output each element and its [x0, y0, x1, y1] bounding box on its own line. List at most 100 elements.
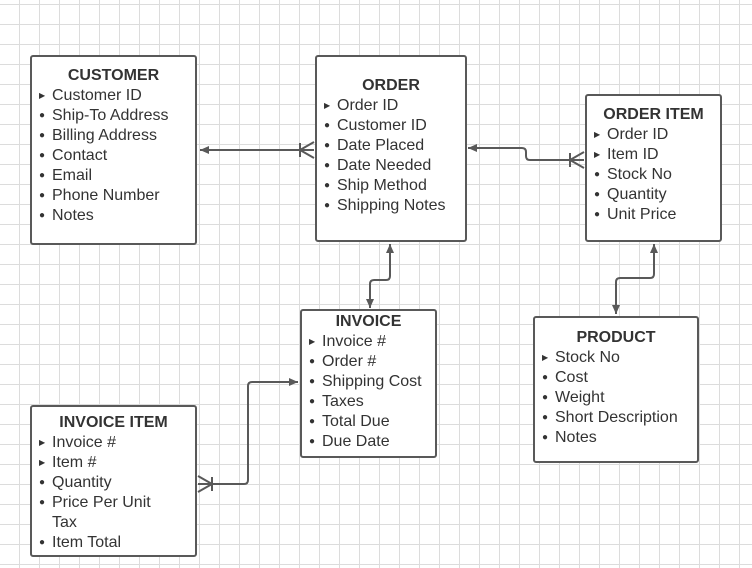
field-item: ▶ Customer ID — [32, 86, 195, 106]
field-item: ▶Order ID — [587, 125, 720, 145]
field-label: Invoice # — [52, 434, 117, 451]
field-label: Order ID — [337, 97, 399, 114]
connector-orderitem-product[interactable] — [612, 244, 658, 314]
bullet-icon: ● — [39, 130, 46, 141]
entity-invoice[interactable]: INVOICE ▶ Invoice # ● Order # ● Shipping Co… — [300, 309, 437, 458]
field-label: Ship Method — [337, 177, 427, 194]
bullet-icon: ● — [39, 190, 46, 201]
bullet-icon: ● — [324, 120, 331, 131]
field-item: ●Quantity — [32, 473, 195, 493]
entity-product[interactable]: PRODUCT ▶Stock No ●Cost ●Weight ●Short D… — [533, 316, 699, 463]
bullet-icon: ● — [309, 376, 316, 387]
bullet-icon: ● — [594, 189, 601, 200]
connector-orderitem-order[interactable] — [468, 144, 585, 169]
bullet-icon: ● — [39, 497, 46, 508]
entity-title: CUSTOMER — [67, 67, 160, 84]
entity-customer[interactable]: CUSTOMER ▶ Customer ID ● Ship-To Address ●… — [30, 55, 197, 245]
field-label: Customer ID — [52, 87, 142, 104]
bullet-icon: ● — [324, 160, 331, 171]
field-label: Item Total — [52, 534, 122, 551]
field-item: ● Quantity — [587, 185, 720, 205]
field-label: Contact — [52, 147, 108, 164]
field-item: ●Shipping Notes — [317, 196, 465, 216]
entity-title: PRODUCT — [576, 329, 656, 346]
field-label: Weight — [555, 389, 605, 406]
entity-title: ORDER ITEM — [603, 106, 704, 123]
key-marker-icon: ▶ — [594, 150, 601, 159]
entity-invoice-item[interactable]: INVOICE ITEM ▶ Invoice # ▶ Item # ●Quantit… — [30, 405, 197, 557]
field-item: ● Contact — [32, 146, 195, 166]
bullet-icon: ● — [324, 140, 331, 151]
bullet-icon: ● — [324, 180, 331, 191]
field-item: ● Item Total — [32, 533, 195, 553]
field-label: Notes — [52, 207, 94, 224]
bullet-icon: ● — [542, 392, 549, 403]
field-list: ▶Order ID ▶Item ID ●Stock No ●Quantity ●… — [587, 125, 720, 225]
field-item: ●Date Placed — [317, 136, 465, 156]
key-marker-icon: ▶ — [39, 91, 46, 100]
field-item: ● Ship-To Address — [32, 106, 195, 126]
entity-title: INVOICE — [335, 313, 402, 330]
field-item: ● Price Per Unit — [32, 493, 195, 513]
field-list: ▶ Order ID ●Customer ID ●Date Placed ● Dat… — [317, 96, 465, 216]
entity-order[interactable]: ORDER ▶ Order ID ●Customer ID ●Date Place… — [315, 55, 467, 242]
field-item: ●Cost — [535, 368, 697, 388]
bullet-icon: ● — [39, 170, 46, 181]
field-item: ●Customer ID — [317, 116, 465, 136]
bullet-icon: ● — [309, 396, 316, 407]
field-label: Invoice # — [322, 333, 387, 350]
field-item: ● Ship Method — [317, 176, 465, 196]
field-label: Date Needed — [337, 157, 432, 174]
field-item: ▶Item ID — [587, 145, 720, 165]
field-item: ▶ Item # — [32, 453, 195, 473]
field-label: Cost — [555, 369, 588, 386]
entity-order-item[interactable]: ORDER ITEM ▶Order ID ▶Item ID ●Stock No … — [585, 94, 722, 242]
field-item: ● Email — [32, 166, 195, 186]
entity-title: ORDER — [362, 77, 420, 94]
key-marker-icon: ▶ — [39, 458, 46, 467]
bullet-icon: ● — [309, 356, 316, 367]
key-marker-icon: ▶ — [542, 353, 549, 362]
key-marker-icon: ▶ — [309, 337, 316, 346]
field-item: ● Date Needed — [317, 156, 465, 176]
connector-order-invoice[interactable] — [366, 244, 394, 308]
field-item: ● Short Description — [535, 408, 697, 428]
field-item: ●Tax — [32, 513, 195, 533]
field-item: ● Weight — [535, 388, 697, 408]
key-marker-icon: ▶ — [324, 101, 331, 110]
field-label: Unit Price — [607, 206, 677, 223]
bullet-icon: ● — [324, 200, 331, 211]
field-item: ● Order # — [302, 352, 435, 372]
field-label: Email — [52, 167, 93, 184]
connector-customer-order[interactable] — [200, 141, 315, 159]
field-list: ▶ Customer ID ● Ship-To Address ●Billing A… — [32, 86, 195, 226]
field-label: Price Per Unit — [52, 494, 151, 511]
connector-invoiceitem-invoice[interactable] — [197, 378, 298, 493]
field-item: ●Billing Address — [32, 126, 195, 146]
bullet-icon: ● — [542, 432, 549, 443]
field-label: Quantity — [607, 186, 667, 203]
field-list: ▶ Invoice # ● Order # ● Shipping Cost ●Taxe… — [302, 332, 435, 452]
field-label: Tax — [52, 514, 77, 531]
bullet-icon: ● — [594, 209, 601, 220]
field-label: Item # — [52, 454, 97, 471]
field-label: Notes — [555, 429, 597, 446]
field-label: Order # — [322, 353, 377, 370]
field-item: ● Notes — [535, 428, 697, 448]
bullet-icon: ● — [39, 150, 46, 161]
field-label: Stock No — [607, 166, 672, 183]
field-item: ▶ Invoice # — [32, 433, 195, 453]
field-item: ●Taxes — [302, 392, 435, 412]
field-label: Short Description — [555, 409, 678, 426]
bullet-icon: ● — [542, 412, 549, 423]
entity-title: INVOICE ITEM — [59, 414, 168, 431]
bullet-icon: ● — [39, 537, 46, 548]
key-marker-icon: ▶ — [39, 438, 46, 447]
field-label: Shipping Cost — [322, 373, 422, 390]
field-label: Order ID — [607, 126, 669, 143]
bullet-icon: ● — [309, 416, 316, 427]
field-list: ▶ Invoice # ▶ Item # ●Quantity ● Price Per … — [32, 433, 195, 553]
bullet-icon: ● — [39, 110, 46, 121]
field-label: Ship-To Address — [52, 107, 169, 124]
